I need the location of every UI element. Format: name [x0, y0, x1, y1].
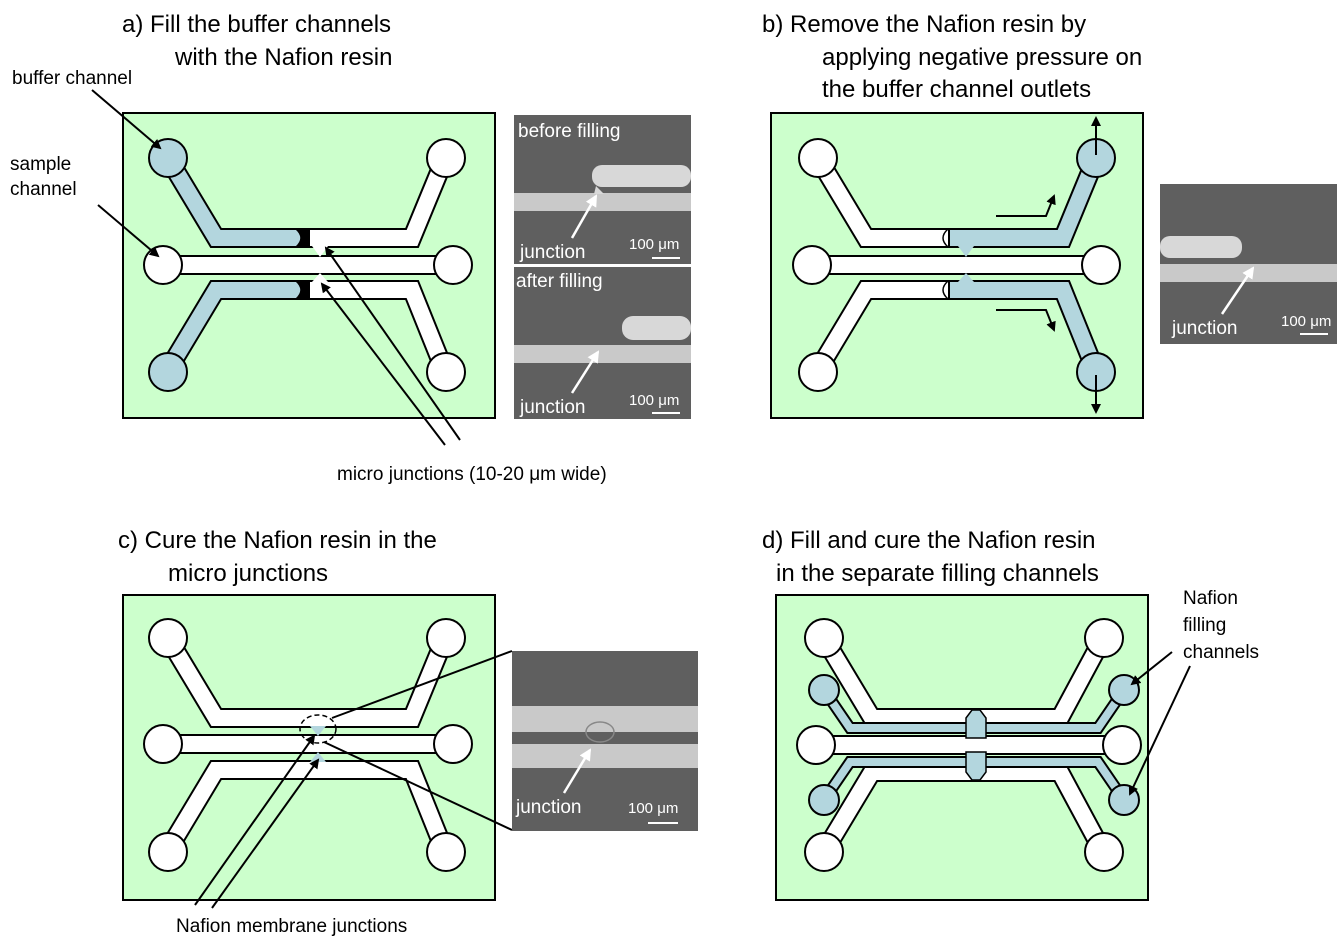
port-d-sample-right: [1102, 725, 1142, 765]
port-d-bottom-right: [1084, 832, 1124, 872]
flow-arrow-top: [996, 194, 1056, 217]
junction-label-a2: junction: [519, 397, 586, 418]
sample-channel-label-line2: channel: [10, 179, 77, 200]
panel-a-title-line2: with the Nafion resin: [174, 44, 392, 71]
port-b-bottom-left: [798, 352, 838, 392]
panel-c-title-line1: c) Cure the Nafion resin in the: [118, 527, 437, 554]
filling-port-bottom-left: [808, 784, 840, 816]
port-c-bottom-left: [148, 832, 188, 872]
panel-d-title-line1: d) Fill and cure the Nafion resin: [762, 527, 1096, 554]
buffer-channel-pointer: [91, 89, 162, 150]
panel-d: d) Fill and cure the Nafion resin in the…: [762, 527, 1259, 901]
photo-before-filling: before filling junction 100 μm: [514, 115, 691, 264]
panel-c: c) Cure the Nafion resin in the micro ju…: [118, 527, 698, 937]
channels-d: [815, 632, 1129, 858]
filling-port-top-left: [808, 674, 840, 706]
port-c-sample-right: [433, 724, 473, 764]
buffer-outlet-bottom-right: [426, 352, 466, 392]
port-c-top-left: [148, 618, 188, 658]
port-b-sample-left: [792, 245, 832, 285]
after-filling-label: after filling: [516, 271, 603, 292]
port-c-sample-left: [143, 724, 183, 764]
sample-channel-label-line1: sample: [10, 154, 71, 175]
panel-a-title-line1: a) Fill the buffer channels: [122, 11, 391, 38]
sample-outlet: [433, 245, 473, 285]
port-d-sample-left: [796, 725, 836, 765]
port-c-bottom-right: [426, 832, 466, 872]
before-filling-label: before filling: [518, 121, 620, 142]
junction-label-a1: junction: [519, 242, 586, 263]
sample-inlet: [143, 245, 183, 285]
panel-b: b) Remove the Nafion resin by applying n…: [762, 11, 1337, 419]
panel-d-title-line2: in the separate filling channels: [776, 560, 1099, 587]
panel-b-title-line3: the buffer channel outlets: [822, 76, 1091, 103]
buffer-channel-label: buffer channel: [12, 68, 132, 89]
port-b-sample-right: [1081, 245, 1121, 285]
photo-b: junction 100 μm: [1160, 184, 1337, 344]
zoom-line-top: [331, 650, 513, 719]
nafion-filling-label-line3: channels: [1183, 642, 1259, 663]
channels-a: [159, 152, 455, 376]
panel-a: a) Fill the buffer channels with the Naf…: [10, 11, 691, 485]
buffer-outlet-top-right: [426, 138, 466, 178]
photo-after-filling: after filling junction 100 μm: [514, 267, 691, 419]
junction-label-b: junction: [1171, 318, 1238, 339]
filling-pointer-1: [1130, 651, 1173, 686]
port-b-top-left: [798, 138, 838, 178]
port-d-bottom-left: [804, 832, 844, 872]
nafion-junction-pointer-1: [194, 734, 316, 906]
buffer-inlet-bottom-left: [148, 352, 188, 392]
filling-port-bottom-right: [1108, 784, 1140, 816]
photo-c: junction 100 μm: [512, 651, 698, 831]
nafion-filling-label-line2: filling: [1183, 615, 1226, 636]
scale-bar-a2: 100 μm: [629, 392, 679, 409]
port-d-top-left: [804, 618, 844, 658]
nafion-junction-pointer-2: [211, 758, 320, 909]
panel-c-title-line2: micro junctions: [168, 560, 328, 587]
scale-bar-b: 100 μm: [1281, 313, 1331, 330]
micro-junction-pointer-1: [324, 246, 461, 441]
micro-junction-pointer-2: [320, 282, 446, 446]
flow-arrow-bottom: [996, 309, 1056, 332]
scale-bar-a1: 100 μm: [629, 236, 679, 253]
panel-b-title-line2: applying negative pressure on: [822, 44, 1142, 71]
sample-channel-pointer: [97, 204, 160, 258]
filling-pointer-2: [1128, 665, 1191, 796]
junction-highlight-circle: [299, 714, 337, 744]
port-c-top-right: [426, 618, 466, 658]
channels-b: [809, 152, 1106, 376]
zoom-line-bottom: [323, 741, 513, 831]
scale-bar-c: 100 μm: [628, 800, 678, 817]
nafion-membrane-junctions-label: Nafion membrane junctions: [176, 916, 407, 937]
nafion-filling-label-line1: Nafion: [1183, 588, 1238, 609]
micro-junctions-label: micro junctions (10-20 μm wide): [337, 464, 607, 485]
junction-label-c: junction: [515, 797, 582, 818]
panel-b-title-line1: b) Remove the Nafion resin by: [762, 11, 1086, 38]
port-d-top-right: [1084, 618, 1124, 658]
filling-port-top-right: [1108, 674, 1140, 706]
